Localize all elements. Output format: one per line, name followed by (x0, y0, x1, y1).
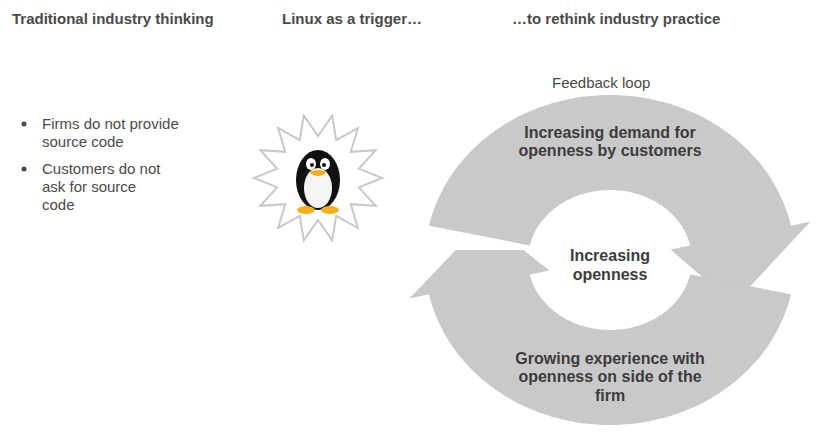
starburst (254, 116, 382, 241)
arrow-text: Growing experience with openness on side… (510, 350, 710, 405)
column-heading: …to rethink industry practice (512, 10, 812, 28)
loop-caption: Feedback loop (552, 74, 692, 92)
bullet-text: Customers do not ask for source code (42, 160, 162, 214)
bullet-text: Firms do not provide source code (42, 115, 227, 151)
arrow-text: Increasing demand for openness by custom… (490, 124, 730, 161)
column-heading: Linux as a trigger… (282, 10, 502, 28)
bullet-dot (22, 122, 27, 127)
penguin-icon (296, 150, 340, 214)
column-heading: Traditional industry thinking (12, 10, 222, 28)
bullet-dot (22, 167, 27, 172)
center-label: Increasing openness (550, 246, 670, 284)
arrow-band (410, 250, 792, 425)
